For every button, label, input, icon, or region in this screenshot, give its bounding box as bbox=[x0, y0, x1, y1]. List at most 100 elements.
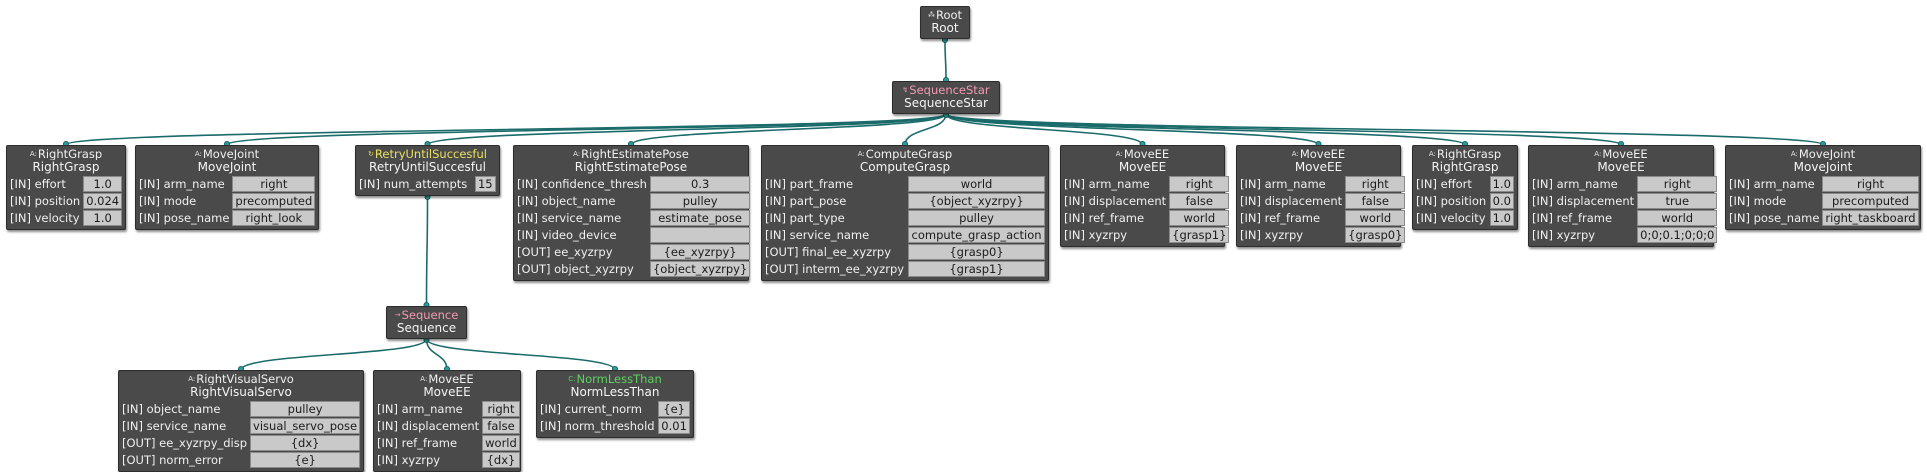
node-type-tag: RightVisualServo bbox=[196, 372, 294, 385]
port-value-field[interactable]: 1.0 bbox=[83, 210, 123, 226]
port-name: [IN] video_device bbox=[517, 228, 617, 242]
port-value-field[interactable] bbox=[649, 227, 751, 243]
port-value-field[interactable]: {dx} bbox=[482, 452, 520, 468]
node-header: ↯SequenceStar bbox=[896, 82, 996, 96]
node-type-tag: MoveJoint bbox=[202, 147, 260, 160]
port-value-field[interactable]: 0.01 bbox=[658, 418, 690, 434]
port-value-field[interactable]: 0.3 bbox=[649, 176, 751, 192]
port-name: [OUT] ee_xyzrpy bbox=[517, 245, 613, 259]
node-instance-name: NormLessThan bbox=[570, 385, 660, 399]
port-value-field[interactable]: {e} bbox=[250, 452, 361, 468]
port-value-field[interactable]: right bbox=[1169, 176, 1230, 192]
port-value-field[interactable]: world bbox=[1637, 210, 1718, 226]
port-value-field[interactable]: right bbox=[1822, 176, 1919, 192]
port-value-field[interactable]: pulley bbox=[250, 401, 361, 417]
port-value-field[interactable]: {grasp1} bbox=[1169, 227, 1230, 243]
node-header: →Sequence bbox=[390, 307, 463, 321]
port-name: [IN] velocity bbox=[1416, 211, 1486, 225]
node-header: A:RightGrasp bbox=[1416, 146, 1514, 160]
port-value-field[interactable]: visual_servo_pose bbox=[250, 418, 361, 434]
port-name: [IN] position bbox=[10, 194, 81, 208]
port-value-field[interactable]: right bbox=[232, 176, 316, 192]
port-name: [IN] service_name bbox=[517, 211, 622, 225]
port-row: [IN] xyzrpy{grasp1} bbox=[1064, 227, 1230, 243]
port-name: [IN] ref_frame bbox=[1240, 211, 1321, 225]
port-value-field[interactable]: false bbox=[1169, 193, 1230, 209]
port-name: [OUT] interm_ee_xyzrpy bbox=[765, 262, 905, 276]
node-type-tag: RetryUntilSuccesful bbox=[374, 147, 487, 160]
port-name: [IN] arm_name bbox=[1064, 177, 1150, 191]
port-value-field[interactable]: world bbox=[1169, 210, 1230, 226]
node-header: A:RightEstimatePose bbox=[517, 146, 745, 160]
port-value-field[interactable]: world bbox=[1345, 210, 1406, 226]
port-value-field[interactable]: {dx} bbox=[250, 435, 361, 451]
port-value-field[interactable]: right bbox=[1637, 176, 1718, 192]
port-value-field[interactable]: {object_xyzrpy} bbox=[908, 193, 1045, 209]
port-value-field[interactable]: precomputed bbox=[1822, 193, 1919, 209]
port-name: [IN] part_pose bbox=[765, 194, 847, 208]
port-value-field[interactable]: right bbox=[1345, 176, 1406, 192]
port-value-field[interactable]: estimate_pose bbox=[649, 210, 751, 226]
port-value-field[interactable]: pulley bbox=[908, 210, 1045, 226]
port-value-field[interactable]: compute_grasp_action bbox=[908, 227, 1045, 243]
port-name: [IN] object_name bbox=[517, 194, 616, 208]
port-value-field[interactable]: 15 bbox=[474, 176, 496, 192]
port-value-field[interactable]: 1.0 bbox=[1489, 176, 1514, 192]
port-value-field[interactable]: right_look bbox=[232, 210, 316, 226]
port-value-field[interactable]: world bbox=[482, 435, 520, 451]
edge-seqstar-me2 bbox=[945, 113, 1320, 146]
port-value-field[interactable]: 1.0 bbox=[83, 176, 123, 192]
port-value-field[interactable]: {grasp1} bbox=[908, 261, 1045, 277]
port-value-field[interactable]: world bbox=[908, 176, 1045, 192]
action-icon: A: bbox=[194, 150, 202, 158]
port-row: [IN] part_pose {object_xyzrpy} bbox=[765, 193, 1045, 209]
node-header: A:MoveJoint bbox=[139, 146, 315, 160]
node-type-tag: SequenceStar bbox=[909, 83, 990, 96]
edge-seq-rvs bbox=[240, 338, 428, 371]
port-value-field[interactable]: {e} bbox=[658, 401, 690, 417]
port-value-field[interactable]: pulley bbox=[649, 193, 751, 209]
port-value-field[interactable]: 1.0 bbox=[1489, 210, 1514, 226]
node-instance-name: Root bbox=[931, 21, 959, 35]
sequence-icon: → bbox=[394, 311, 401, 319]
port-value-field[interactable]: false bbox=[482, 418, 520, 434]
port-value-field[interactable]: false bbox=[1345, 193, 1406, 209]
port-value-field[interactable]: precomputed bbox=[232, 193, 316, 209]
port-value-field[interactable]: 0.024 bbox=[83, 193, 123, 209]
port-row: [OUT] final_ee_xyzrpy{grasp0} bbox=[765, 244, 1045, 260]
port-value-field[interactable]: {ee_xyzrpy} bbox=[649, 244, 751, 260]
port-value-field[interactable]: 0;0;0.1;0;0;0 bbox=[1637, 227, 1718, 243]
port-value-field[interactable]: 0.0 bbox=[1489, 193, 1514, 209]
port-value-field[interactable]: {grasp0} bbox=[908, 244, 1045, 260]
port-value-field[interactable]: right bbox=[482, 401, 520, 417]
port-value-field[interactable]: right_taskboard bbox=[1822, 210, 1919, 226]
port-name: [IN] displacement bbox=[377, 419, 480, 433]
port-value-field[interactable]: {object_xyzrpy} bbox=[649, 261, 751, 277]
port-name: [IN] displacement bbox=[1064, 194, 1167, 208]
node-type-tag: MoveEE bbox=[1602, 147, 1648, 160]
port-name: [IN] norm_threshold bbox=[540, 419, 655, 433]
edge-seqstar-me3 bbox=[945, 113, 1622, 146]
port-value-field[interactable]: {grasp0} bbox=[1345, 227, 1406, 243]
port-value-field[interactable]: true bbox=[1637, 193, 1718, 209]
